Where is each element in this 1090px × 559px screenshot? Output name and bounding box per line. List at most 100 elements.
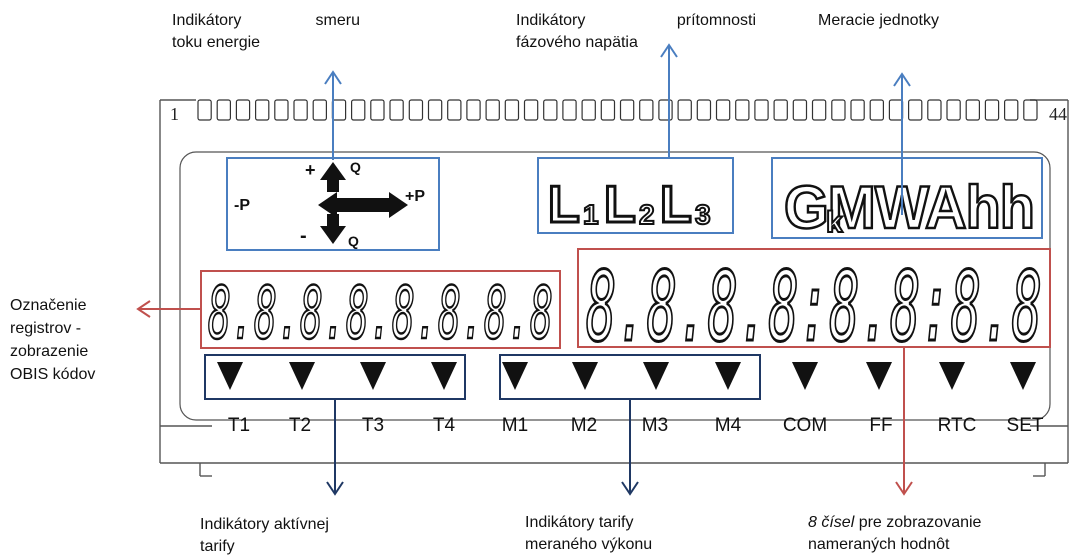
active-tariff-arrow-head-icon (326, 481, 344, 496)
register-arrow-head-icon (136, 300, 151, 318)
phase-indicator-box (537, 157, 734, 234)
label-measured-tariff: Indikátory tarify meraného výkonu (525, 512, 652, 556)
indicator-triangle-t3 (360, 362, 386, 390)
indicator-label-m4: M4 (715, 415, 742, 436)
phase-l2-letter: L (604, 176, 636, 234)
contact-pin (447, 99, 462, 121)
indicator-triangles (217, 362, 1036, 390)
label-direction-line1: Indikátory smeru (172, 12, 360, 29)
contact-pin (677, 99, 692, 121)
label-digits-line1: 8 čísel pre zobrazovanie (808, 512, 981, 534)
indicator-triangle-m2 (572, 362, 598, 390)
label-active-tariff-line1: Indikátory aktívnej (200, 516, 329, 533)
contact-pin (427, 99, 443, 121)
contact-pin (389, 99, 404, 121)
label-active-tariff-line2: tarify (200, 538, 235, 555)
indicator-triangle-t4 (431, 362, 457, 390)
q-top-label: Q (350, 159, 361, 175)
indicator-triangle-m4 (715, 362, 741, 390)
indicator-label-t1: T1 (228, 415, 250, 436)
contact-pin (639, 99, 654, 121)
contact-pin (831, 99, 846, 121)
direction-arrow-head-icon (324, 70, 342, 85)
phase-l3-digit: 3 (695, 199, 711, 230)
units-box (771, 157, 1043, 239)
label-register-line4: OBIS kódov (10, 366, 96, 383)
indicator-label-set: SET (1007, 415, 1044, 436)
contact-pin (197, 99, 212, 121)
contact-pin (562, 99, 577, 121)
indicator-label-com: COM (783, 415, 827, 436)
contact-pin (792, 99, 808, 121)
annotation-arrows (136, 43, 913, 496)
contact-pin (408, 99, 424, 121)
contact-pin (523, 99, 539, 121)
contact-pin (773, 99, 788, 121)
contact-pin (466, 99, 481, 121)
contact-pin (735, 99, 750, 121)
contact-pin (907, 99, 923, 121)
indicator-label-t2: T2 (289, 415, 311, 436)
phase-l3-letter: L (660, 176, 692, 234)
label-measured-tariff-line2: meraného výkonu (525, 536, 653, 553)
contact-pin (312, 99, 328, 121)
value-digits: 8.8.8.8:8.8:8.8 (586, 251, 1042, 363)
label-phase-indicators: Indikátory prítomnosti fázového napätia (516, 10, 756, 54)
phase-l1-letter: L (548, 176, 580, 234)
contact-pin (946, 99, 961, 121)
active-tariff-box (204, 354, 466, 400)
q-bottom-label: Q (348, 233, 359, 249)
pin-start-label: 1 (170, 104, 179, 124)
contact-pin (965, 99, 981, 121)
label-register-line1: Označenie (10, 297, 87, 314)
phase-l1-digit: 1 (583, 199, 599, 230)
indicator-triangle-m3 (643, 362, 669, 390)
contact-pin (581, 99, 596, 121)
contact-pin (869, 99, 885, 121)
phase-arrow-head-icon (660, 43, 678, 58)
label-phase-line2: fázového napätia (516, 34, 638, 51)
label-digits: 8 čísel pre zobrazovanie nameraných hodn… (808, 512, 981, 556)
label-digits-line2: nameraných hodnôt (808, 536, 950, 553)
contact-pin (696, 99, 712, 121)
contact-pin (754, 99, 769, 121)
indicator-label-t4: T4 (433, 415, 456, 436)
indicator-label-m1: M1 (502, 415, 528, 436)
contact-pin (984, 99, 1000, 121)
contact-pin (927, 99, 942, 121)
indicator-triangle-t2 (289, 362, 315, 390)
contact-pin (274, 99, 289, 121)
label-register: Označenie registrov - zobrazenie OBIS kó… (10, 294, 95, 386)
label-direction-indicators: Indikátory smeru toku energie (172, 10, 360, 54)
contact-pin (485, 99, 500, 121)
indicator-label-m2: M2 (571, 415, 597, 436)
label-register-line3: zobrazenie (10, 343, 89, 360)
contact-pin (235, 99, 251, 121)
indicator-label-rtc: RTC (938, 415, 977, 436)
units-kilo-segment: k (826, 206, 843, 239)
indicator-triangle-set (1010, 362, 1036, 390)
contact-pin (619, 99, 635, 121)
contact-pin (293, 99, 308, 121)
plus-p-label: +P (405, 188, 425, 205)
label-active-tariff: Indikátory aktívnej tarify (200, 514, 329, 558)
indicator-triangle-rtc (939, 362, 965, 390)
register-digits: 8.8.8.8.8.8.8.8 (208, 271, 553, 355)
indicator-label-m3: M3 (642, 415, 668, 436)
label-register-line2: registrov - (10, 320, 82, 337)
units-segments: GMWAhh (784, 174, 1034, 241)
label-digits-text: pre zobrazovanie (858, 514, 982, 531)
label-units: Meracie jednotky (818, 12, 939, 29)
label-phase-line1: Indikátory prítomnosti (516, 12, 756, 29)
indicator-triangle-m1 (502, 362, 528, 390)
contact-pin (255, 99, 270, 121)
indicator-triangle-com (792, 362, 818, 390)
contact-pin (331, 99, 347, 121)
plus-q-sign: + (305, 160, 316, 180)
phase-indicators: L 1 L 2 L 3 (547, 175, 712, 236)
direction-arrows-icon (318, 162, 408, 244)
minus-p-label: -P (234, 197, 250, 214)
label-measured-tariff-line1: Indikátory tarify (525, 514, 634, 531)
